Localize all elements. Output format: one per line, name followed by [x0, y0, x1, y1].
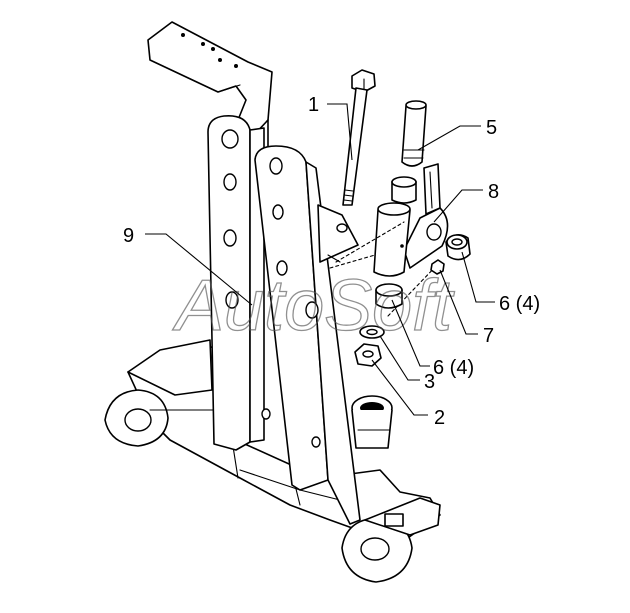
bolt-part	[342, 69, 376, 206]
callout-label-6-right: 6 (4)	[499, 293, 540, 315]
callout-label-8: 8	[488, 181, 499, 203]
callout-label-9: 9	[123, 225, 134, 247]
bushing-right	[445, 234, 471, 261]
callout-label-5: 5	[486, 117, 497, 139]
callout-label-2: 2	[434, 407, 445, 429]
callout-label-6-center: 6 (4)	[433, 357, 474, 379]
sleeve-lever-part	[373, 163, 449, 277]
callout-label-1: 1	[308, 94, 319, 116]
right-plate	[254, 145, 361, 525]
pin-part	[401, 100, 427, 167]
hex-nut	[354, 343, 382, 367]
callout-label-3: 3	[424, 371, 435, 393]
washer	[359, 325, 385, 339]
callout-label-7: 7	[483, 325, 494, 347]
watermark-text: AutoSoft	[172, 266, 455, 346]
bushing-center	[375, 283, 403, 309]
base-frame	[104, 339, 441, 583]
leader-lines	[145, 103, 495, 416]
